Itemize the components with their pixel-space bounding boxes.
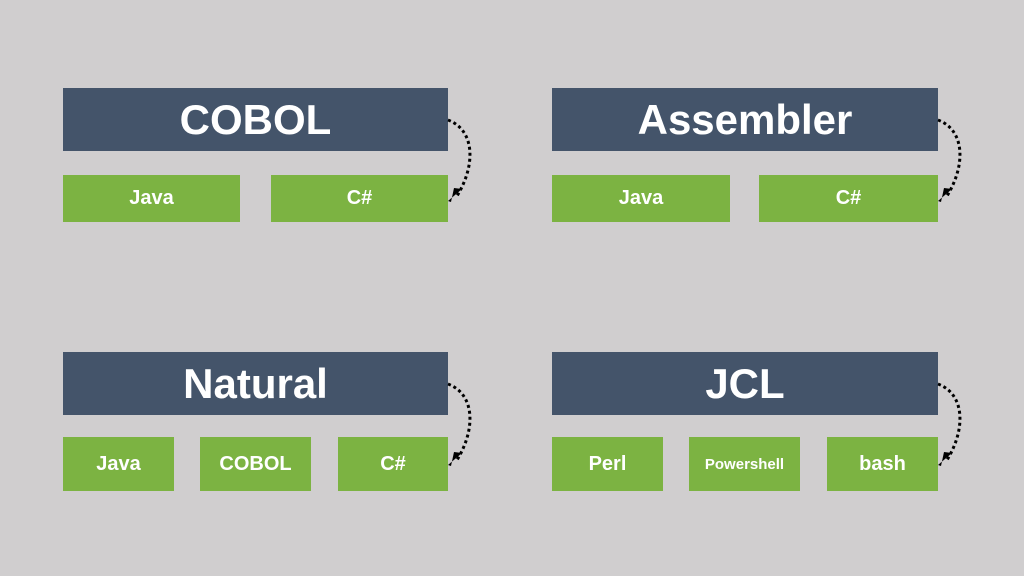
migration-arrow-head: [938, 452, 952, 466]
target-language-chip: Java: [63, 437, 174, 491]
target-language-chip: COBOL: [200, 437, 311, 491]
target-language-chip: Perl: [552, 437, 663, 491]
target-language-label: COBOL: [219, 452, 292, 475]
source-language-label: Assembler: [637, 95, 853, 143]
source-language-header: JCL: [552, 352, 938, 415]
migration-arrow-path: [937, 382, 962, 461]
target-language-chip: bash: [827, 437, 938, 491]
migration-arrow: [937, 382, 962, 466]
target-language-label: Java: [96, 452, 141, 475]
migration-arrow-head: [448, 188, 462, 202]
target-language-label: Java: [618, 187, 664, 209]
target-language-chip: C#: [759, 175, 938, 222]
migration-arrow: [447, 118, 472, 202]
target-language-chip: Powershell: [689, 437, 800, 491]
migration-arrow: [937, 118, 962, 202]
target-language-label: Java: [129, 187, 174, 209]
target-language-label: C#: [835, 187, 862, 209]
source-language-header: Assembler: [552, 88, 938, 151]
target-language-label: C#: [380, 452, 406, 475]
target-language-label: Perl: [588, 452, 627, 475]
migration-arrow-head: [938, 188, 952, 202]
source-language-label: COBOL: [179, 95, 332, 143]
source-language-label: JCL: [705, 359, 785, 407]
migration-arrow-path: [447, 382, 472, 461]
source-language-header: Natural: [63, 352, 448, 415]
target-language-label: C#: [346, 187, 373, 209]
migration-arrow: [447, 382, 472, 466]
migration-arrow-head: [448, 452, 462, 466]
target-language-label: Powershell: [704, 455, 785, 473]
target-language-label: bash: [859, 452, 906, 475]
source-language-header: COBOL: [63, 88, 448, 151]
target-language-chip: Java: [552, 175, 730, 222]
target-language-chip: Java: [63, 175, 240, 222]
migration-arrow-path: [447, 118, 472, 197]
source-language-label: Natural: [183, 359, 328, 407]
migration-arrow-path: [937, 118, 962, 197]
target-language-chip: C#: [271, 175, 448, 222]
target-language-chip: C#: [338, 437, 448, 491]
